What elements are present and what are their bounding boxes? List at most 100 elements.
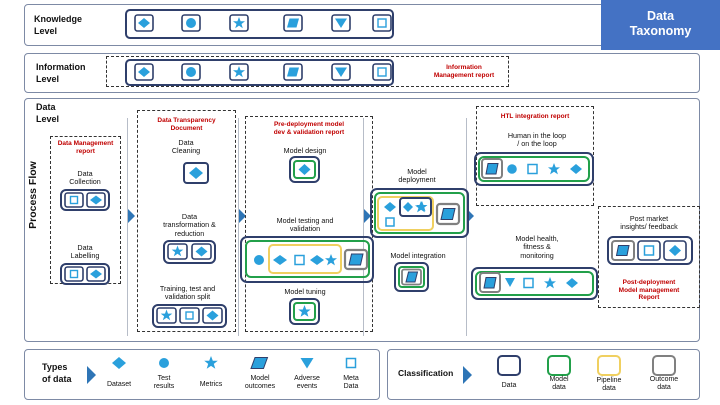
knowledge-square [372, 14, 392, 32]
class-pipeline-swatch [597, 355, 621, 376]
health-icons [479, 272, 578, 293]
square-icon [377, 67, 387, 77]
information-icon-group [125, 59, 394, 86]
square-icon [385, 217, 395, 227]
flow-arrow-4 [467, 209, 474, 223]
info-square [372, 63, 392, 81]
star-icon [204, 356, 218, 369]
type-adverse-icon [300, 358, 314, 369]
split-square [179, 307, 200, 324]
labelling-diamond [86, 266, 106, 282]
htl-report-label: HTL integration report [500, 113, 570, 120]
circle-icon [507, 164, 517, 174]
parallelogram-icon [287, 67, 299, 77]
model-tuning-group [289, 298, 320, 325]
type-meta-icon [345, 357, 357, 369]
types-arrow [87, 366, 96, 384]
human-loop-model-group [478, 156, 590, 182]
triangle-down-icon [335, 67, 347, 77]
model-integration-label: Model integration [390, 251, 446, 260]
diamond-icon [570, 164, 582, 174]
star-icon [416, 201, 428, 212]
info-triangle [331, 63, 351, 81]
data-labelling-group [60, 263, 110, 285]
diamond-icon [112, 357, 126, 369]
model-design-group [289, 156, 320, 183]
transformation-star [167, 243, 188, 260]
human-loop-icons [481, 158, 582, 179]
star-icon [171, 245, 184, 257]
circle-icon [186, 67, 196, 77]
parallelogram-icon [405, 271, 419, 283]
deployment-model-group [374, 192, 465, 234]
health-model-group [475, 271, 594, 296]
knowledge-star [229, 14, 249, 32]
human-loop-label: Human in the loop/ on the loop [507, 131, 567, 149]
transparency-box [137, 110, 236, 332]
collection-square [64, 192, 84, 208]
parallelogram-icon [485, 163, 499, 175]
integration-group [394, 262, 429, 292]
collection-diamond [86, 192, 106, 208]
parallelogram-icon [250, 357, 269, 369]
class-data-swatch [497, 355, 521, 376]
info-star [229, 63, 249, 81]
type-dataset-label: Dataset [106, 381, 132, 388]
testing-model-group [245, 240, 370, 278]
star-icon [325, 254, 337, 266]
split-star [156, 307, 177, 324]
square-icon [294, 254, 305, 266]
model-design-label: Model design [283, 146, 327, 155]
parallelogram-icon [440, 208, 456, 220]
diamond-icon [310, 255, 324, 265]
integration-parallelogram [398, 266, 425, 288]
circle-icon [254, 255, 264, 265]
types-of-data-panel [24, 349, 380, 400]
star-icon [160, 309, 173, 321]
info-diamond [134, 63, 154, 81]
parallelogram-icon [615, 245, 630, 256]
parallelogram-icon [348, 253, 364, 266]
transformation-diamond [191, 243, 212, 260]
classification-title: Classification [398, 368, 454, 378]
knowledge-parallelogram [283, 14, 303, 32]
square-icon [377, 18, 387, 28]
stage-separator-4 [466, 118, 467, 336]
classification-panel [387, 349, 700, 400]
info-circle [181, 63, 201, 81]
design-diamond [293, 160, 316, 179]
square-icon [69, 195, 79, 205]
training-split-group [152, 304, 227, 328]
flow-arrow-3 [364, 209, 371, 223]
type-metrics-icon [204, 356, 218, 369]
class-model-swatch [547, 355, 571, 376]
type-metrics-label: Metrics [199, 381, 223, 388]
predeploy-box [245, 116, 373, 332]
flow-arrow-1 [128, 209, 135, 223]
transformation-group [163, 240, 216, 264]
circle-icon [186, 18, 196, 28]
knowledge-circle [181, 14, 201, 32]
diamond-icon [298, 164, 311, 175]
deployment-inner-group [399, 197, 432, 217]
type-test-icon [159, 358, 169, 368]
diamond-icon [195, 246, 208, 257]
stage-separator-2 [238, 118, 239, 336]
triangle-down-icon [300, 358, 314, 369]
parallelogram-icon [287, 18, 299, 28]
square-icon [643, 245, 655, 256]
diamond-icon [138, 67, 150, 77]
diamond-icon [206, 310, 219, 321]
